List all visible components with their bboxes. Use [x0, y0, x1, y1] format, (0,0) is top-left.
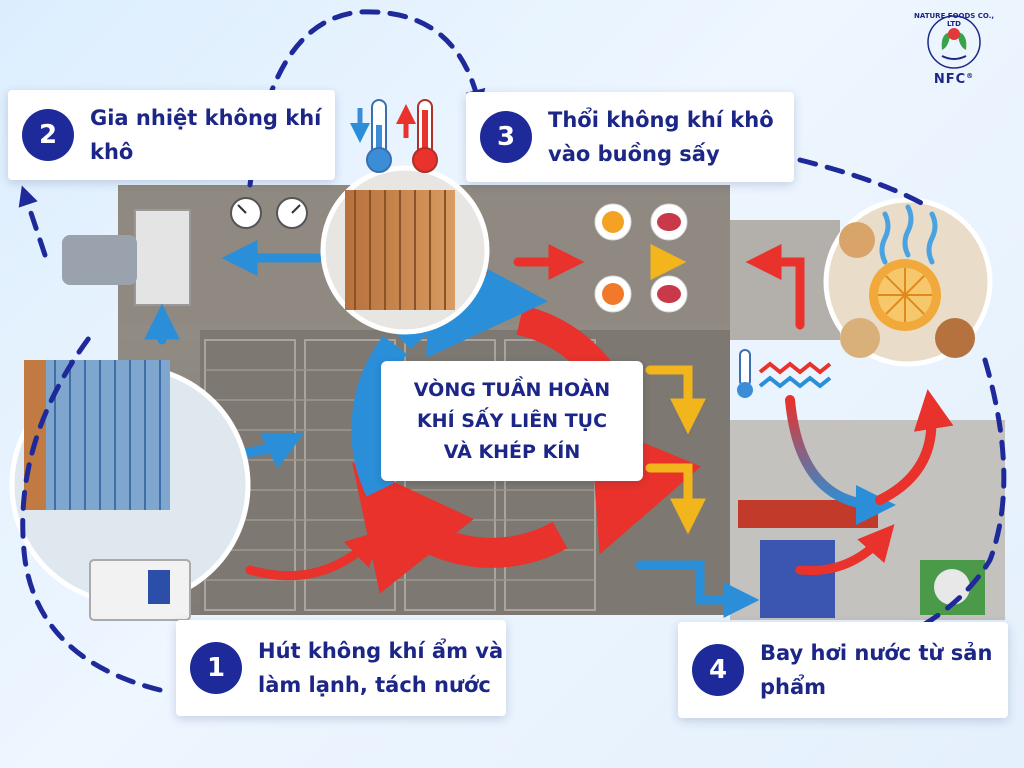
step-description: Bay hơi nước từ sản phẩm	[760, 636, 992, 704]
step-2-callout: 2 Gia nhiệt không khí khô	[8, 90, 335, 180]
step-description: Hút không khí ẩm và làm lạnh, tách nước	[258, 634, 503, 702]
step-3-callout: 3 Thổi không khí khô vào buồng sấy	[466, 92, 794, 182]
step-description: Thổi không khí khô vào buồng sấy	[548, 103, 774, 171]
step-description-line: làm lạnh, tách nước	[258, 673, 491, 697]
nfc-leaf-logo-icon	[927, 15, 981, 69]
logo-brand-arc: NATURE FOODS CO., LTD	[913, 12, 995, 28]
step-1-callout: 1 Hút không khí ẩm và làm lạnh, tách nướ…	[176, 620, 506, 716]
step-description-line: Bay hơi nước từ sản	[760, 641, 993, 665]
step-4-callout: 4 Bay hơi nước từ sản phẩm	[678, 622, 1008, 718]
center-label-line: VÒNG TUẦN HOÀN	[413, 378, 611, 401]
step-number-badge: 3	[480, 111, 532, 163]
step-description-line: Gia nhiệt không khí	[90, 106, 322, 130]
fruit-tray-icon	[594, 203, 688, 313]
nfc-logo: NATURE FOODS CO., LTD NFC®	[912, 12, 996, 96]
step-number-badge: 2	[22, 109, 74, 161]
step-description: Gia nhiệt không khí khô	[90, 101, 321, 169]
steam-icon	[879, 204, 938, 265]
step-description-line: vào buồng sấy	[548, 142, 720, 166]
dried-fruit-bubble	[823, 197, 993, 367]
heater-coil-bubble	[320, 165, 490, 335]
evaporator-coil-bubble	[9, 360, 251, 621]
step-number-badge: 1	[190, 642, 242, 694]
step-description-line: khô	[90, 140, 134, 164]
thermometer-side-icon	[737, 349, 832, 398]
pressure-gauge-icon	[230, 197, 308, 229]
logo-registered-mark: ®	[966, 72, 975, 80]
center-label-line: VÀ KHÉP KÍN	[443, 440, 581, 463]
step-description-line: Thổi không khí khô	[548, 108, 774, 132]
logo-brand-short-text: NFC	[933, 72, 967, 87]
step-number-badge: 4	[692, 644, 744, 696]
logo-brand-short: NFC®	[912, 72, 996, 87]
thermometer-cold-icon	[350, 99, 392, 173]
thermometer-hot-icon	[396, 99, 438, 173]
circulation-center-label: VÒNG TUẦN HOÀN KHÍ SẤY LIÊN TỤC VÀ KHÉP …	[381, 361, 643, 481]
center-label-line: KHÍ SẤY LIÊN TỤC	[416, 409, 608, 432]
step-description-line: phẩm	[760, 675, 827, 699]
step-description-line: Hút không khí ẩm và	[258, 639, 504, 663]
